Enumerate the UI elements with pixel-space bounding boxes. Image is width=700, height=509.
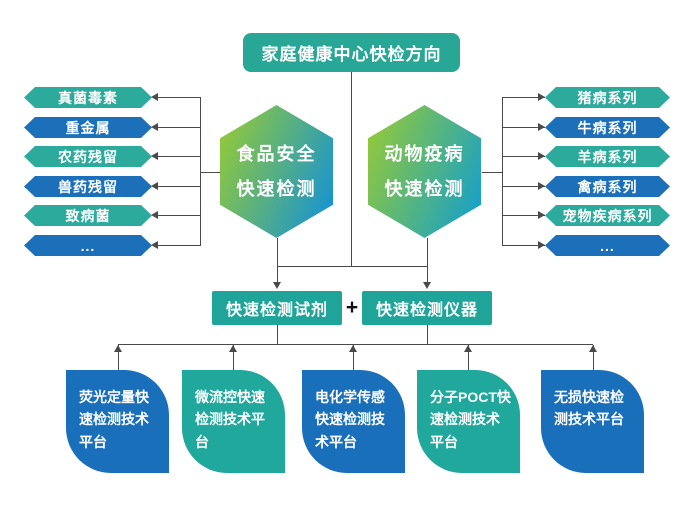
right-item-ellipsis: ... [545, 235, 670, 256]
arrow-up-icon [464, 345, 472, 352]
arrow-left-icon [151, 93, 158, 101]
right-hex-connector-line [482, 172, 502, 173]
arrow-right-icon [538, 93, 545, 101]
arrow-down-icon [273, 282, 281, 289]
platform-electrochemical: 电化学传感 快速检测技 术平台 [302, 370, 405, 473]
arrow-up-icon [229, 345, 237, 352]
left-item-pathogens: 致病菌 [24, 205, 152, 226]
platform-drop-line [353, 345, 354, 370]
branch-line [502, 245, 545, 246]
platform-fluorescence: 荧光定量快 速检测技术 平台 [66, 370, 169, 473]
arrow-left-icon [151, 241, 158, 249]
arrow-right-icon [538, 123, 545, 131]
branch-line [158, 186, 201, 187]
arrow-right-icon [538, 152, 545, 160]
arrow-right-icon [538, 182, 545, 190]
platform-molecular-poct: 分子POCT快 速检测技术 平台 [417, 370, 520, 473]
reagents-node: 快速检测试剂 [212, 291, 342, 325]
branch-line [502, 97, 545, 98]
branch-line [158, 215, 201, 216]
instruments-drop-line [427, 325, 428, 344]
arrow-down-icon [423, 282, 431, 289]
platform-drop-line [593, 345, 594, 370]
left-item-vet-drug-residues: 兽药残留 [24, 176, 152, 197]
right-item-cattle-series: 牛病系列 [545, 117, 670, 138]
left-item-ellipsis: ... [24, 235, 152, 256]
arrow-right-icon [538, 211, 545, 219]
branch-line [158, 127, 201, 128]
animal-disease-hexagon: 动物疫病 快速检测 [368, 105, 481, 238]
central-vertical-line [351, 72, 352, 266]
branch-line [158, 156, 201, 157]
plus-sign: + [345, 296, 359, 319]
arrow-left-icon [151, 152, 158, 160]
hex-junction-line [277, 266, 428, 267]
right-hex-drop-line [427, 238, 428, 282]
right-item-sheep-series: 羊病系列 [545, 146, 670, 167]
arrow-up-icon [114, 345, 122, 352]
left-hex-connector-line [200, 172, 221, 173]
branch-line [502, 215, 545, 216]
branch-line [502, 156, 545, 157]
arrow-right-icon [538, 241, 545, 249]
arrow-left-icon [151, 182, 158, 190]
distributor-line [118, 344, 593, 345]
left-hex-drop-line [277, 238, 278, 282]
right-item-pet-disease-series: 宠物疾病系列 [545, 205, 670, 226]
right-item-pig-series: 猪病系列 [545, 87, 670, 108]
left-spine-line [200, 97, 201, 246]
left-item-pesticide-residues: 农药残留 [24, 146, 152, 167]
platform-drop-line [233, 345, 234, 370]
right-spine-line [502, 97, 503, 246]
platform-microfluidic: 微流控快速 检测技术平 台 [182, 370, 285, 473]
branch-line [502, 127, 545, 128]
platform-drop-line [118, 345, 119, 370]
right-item-poultry-series: 禽病系列 [545, 176, 670, 197]
branch-line [158, 97, 201, 98]
food-safety-hexagon: 食品安全 快速检测 [220, 105, 333, 238]
left-item-heavy-metals: 重金属 [24, 117, 152, 138]
arrow-up-icon [589, 345, 597, 352]
instruments-node: 快速检测仪器 [362, 291, 492, 325]
branch-line [502, 186, 545, 187]
left-item-mycotoxins: 真菌毒素 [24, 87, 152, 108]
platform-drop-line [468, 345, 469, 370]
branch-line [158, 245, 201, 246]
reagents-drop-line [277, 325, 278, 344]
arrow-left-icon [151, 211, 158, 219]
arrow-up-icon [349, 345, 357, 352]
arrow-left-icon [151, 123, 158, 131]
root-node: 家庭健康中心快检方向 [243, 33, 460, 72]
platform-nondestructive: 无损快速检 测技术平台 [541, 370, 644, 473]
